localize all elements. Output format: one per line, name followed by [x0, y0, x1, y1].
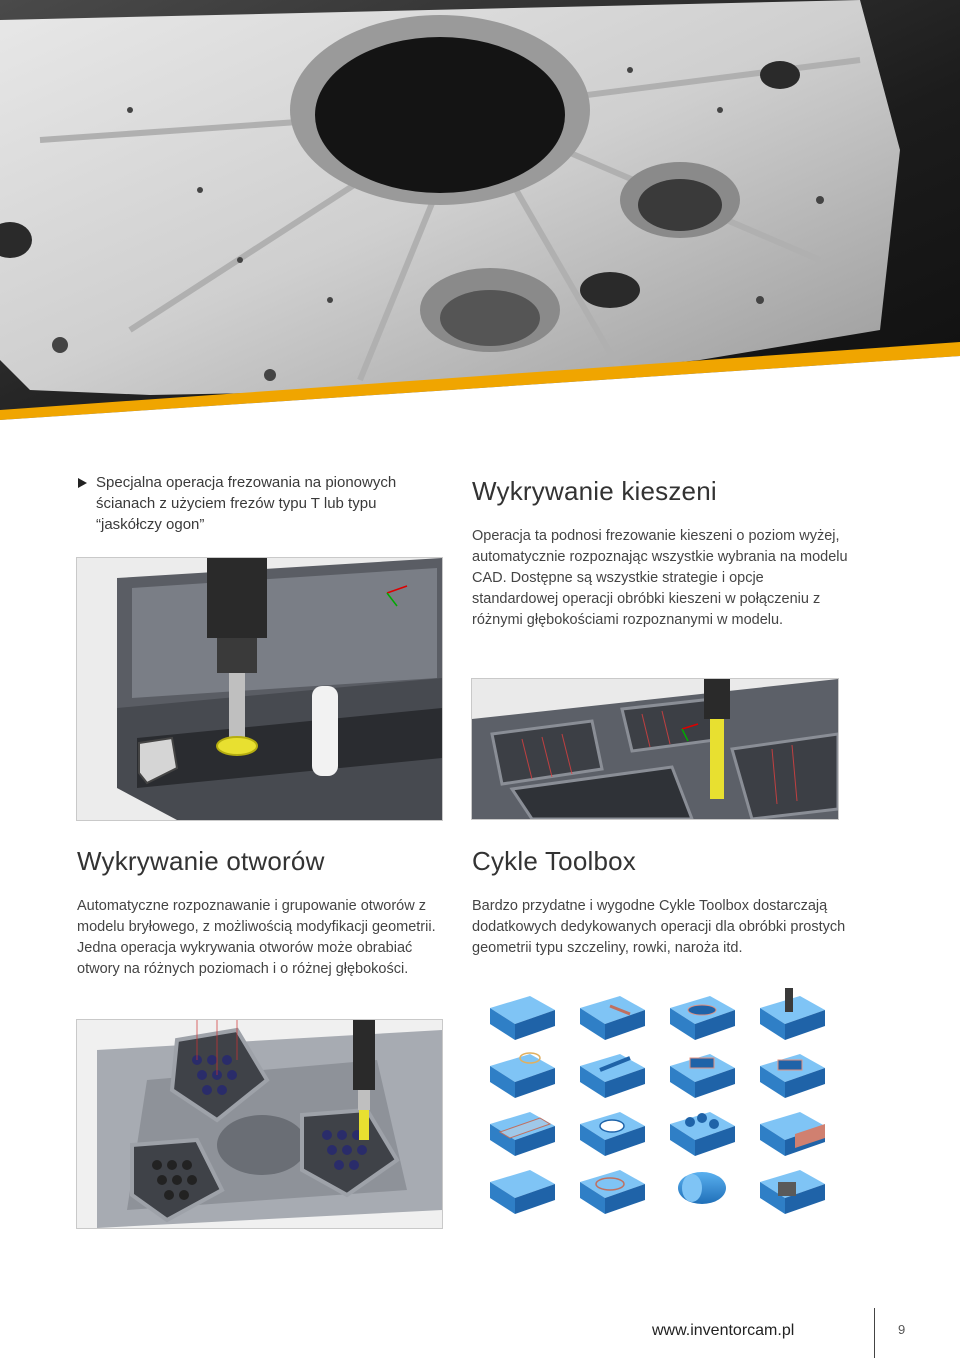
- section-body-holes: Automatyczne rozpoznawanie i grupowanie …: [77, 898, 436, 977]
- section-title-toolbox: Cykle Toolbox: [472, 846, 636, 876]
- page-number: 9: [898, 1322, 906, 1337]
- section-body-toolbox: Bardzo przydatne i wygodne Cykle Toolbox…: [472, 898, 846, 956]
- bullet-arrow-icon: [78, 478, 87, 488]
- feature-bullet-text: Specjalna operacja frezowania na pionowy…: [96, 474, 397, 533]
- section-title-holes: Wykrywanie otworów: [77, 846, 325, 876]
- hero-image: [0, 0, 960, 430]
- section-body-pockets: Operacja ta podnosi frezowanie kieszeni …: [472, 528, 848, 628]
- footer-divider: [874, 1308, 875, 1358]
- tslot-milling-image: [76, 557, 443, 821]
- toolbox-cycles-image: [480, 988, 840, 1220]
- pocket-recognition-image: [471, 678, 839, 820]
- section-title-pockets: Wykrywanie kieszeni: [472, 476, 717, 506]
- feature-bullet: Specjalna operacja frezowania na pionowy…: [78, 472, 418, 535]
- hole-recognition-image: [76, 1019, 443, 1229]
- footer-website: www.inventorcam.pl: [652, 1322, 795, 1339]
